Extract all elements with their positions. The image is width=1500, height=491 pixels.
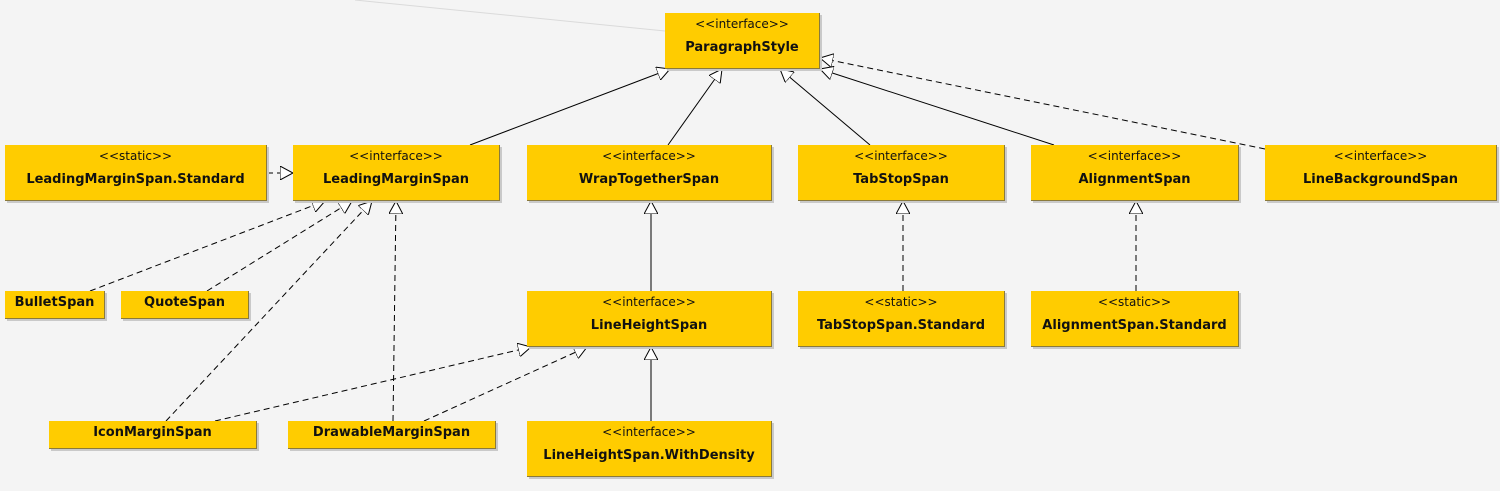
node-name: TabStopSpan.Standard (816, 318, 986, 333)
edge-icon-margin-span-to-line-height-span (214, 347, 531, 422)
node-name: LeadingMarginSpan.Standard (26, 172, 245, 187)
node-name: AlignmentSpan.Standard (1042, 318, 1227, 333)
node-name: LineBackgroundSpan (1302, 172, 1458, 187)
node-bullet-span[interactable]: BulletSpan (5, 291, 105, 319)
node-line-background-span[interactable]: <<interface>> LineBackgroundSpan (1265, 145, 1497, 201)
edge-alignment-span-to-paragraph-style (820, 69, 1055, 146)
edge-icon-margin-span-to-leading-margin-span (165, 201, 372, 422)
node-alignment-span-standard[interactable]: <<static>> AlignmentSpan.Standard (1031, 291, 1239, 347)
node-quote-span[interactable]: QuoteSpan (121, 291, 249, 319)
node-name: ParagraphStyle (685, 40, 799, 55)
edge-tab-stop-span-to-paragraph-style (780, 69, 871, 146)
stereotype-label: <<interface>> (602, 149, 696, 163)
node-name: LeadingMarginSpan (322, 172, 470, 187)
node-name: BulletSpan (14, 295, 95, 310)
node-name: LineHeightSpan (590, 318, 708, 333)
node-name: DrawableMarginSpan (312, 425, 471, 440)
edge-quote-span-to-leading-margin-span (206, 201, 352, 292)
edge-bullet-span-to-leading-margin-span (89, 201, 325, 292)
stereotype-label: <<static>> (1097, 295, 1172, 309)
node-wrap-together-span[interactable]: <<interface>> WrapTogetherSpan (527, 145, 772, 201)
stray-line (354, 0, 666, 32)
stereotype-label: <<interface>> (1087, 149, 1182, 163)
stereotype-label: <<interface>> (602, 295, 696, 309)
node-line-height-span-with-density[interactable]: <<interface>> LineHeightSpan.WithDensity (527, 421, 772, 477)
edge-wrap-together-span-to-paragraph-style (667, 69, 722, 146)
node-leading-margin-span-standard[interactable]: <<static>> LeadingMarginSpan.Standard (5, 145, 267, 201)
stereotype-label: <<interface>> (854, 149, 948, 163)
node-line-height-span[interactable]: <<interface>> LineHeightSpan (527, 291, 772, 347)
node-icon-margin-span[interactable]: IconMarginSpan (49, 421, 257, 449)
node-name: QuoteSpan (144, 295, 225, 310)
stereotype-label: <<interface>> (695, 17, 789, 31)
node-name: LineHeightSpan.WithDensity (543, 448, 755, 463)
node-name: IconMarginSpan (93, 425, 212, 440)
node-name: TabStopSpan (853, 172, 949, 187)
edge-drawable-margin-span-to-leading-margin-span (393, 201, 396, 422)
node-tab-stop-span-standard[interactable]: <<static>> TabStopSpan.Standard (798, 291, 1005, 347)
node-alignment-span[interactable]: <<interface>> AlignmentSpan (1031, 145, 1239, 201)
edge-line-background-span-to-paragraph-style (820, 58, 1266, 150)
node-name: AlignmentSpan (1078, 172, 1191, 187)
stereotype-label: <<interface>> (602, 425, 696, 439)
node-leading-margin-span[interactable]: <<interface>> LeadingMarginSpan (293, 145, 500, 201)
node-drawable-margin-span[interactable]: DrawableMarginSpan (288, 421, 496, 449)
node-paragraph-style[interactable]: <<interface>> ParagraphStyle (665, 13, 820, 69)
stereotype-label: <<static>> (864, 295, 938, 309)
edge-drawable-margin-span-to-line-height-span (423, 347, 587, 422)
stereotype-label: <<static>> (98, 149, 173, 163)
edge-leading-margin-span-to-paragraph-style (469, 69, 670, 146)
node-name: WrapTogetherSpan (578, 172, 720, 187)
stereotype-label: <<interface>> (349, 149, 443, 163)
node-tab-stop-span[interactable]: <<interface>> TabStopSpan (798, 145, 1005, 201)
stereotype-label: <<interface>> (1333, 149, 1428, 163)
